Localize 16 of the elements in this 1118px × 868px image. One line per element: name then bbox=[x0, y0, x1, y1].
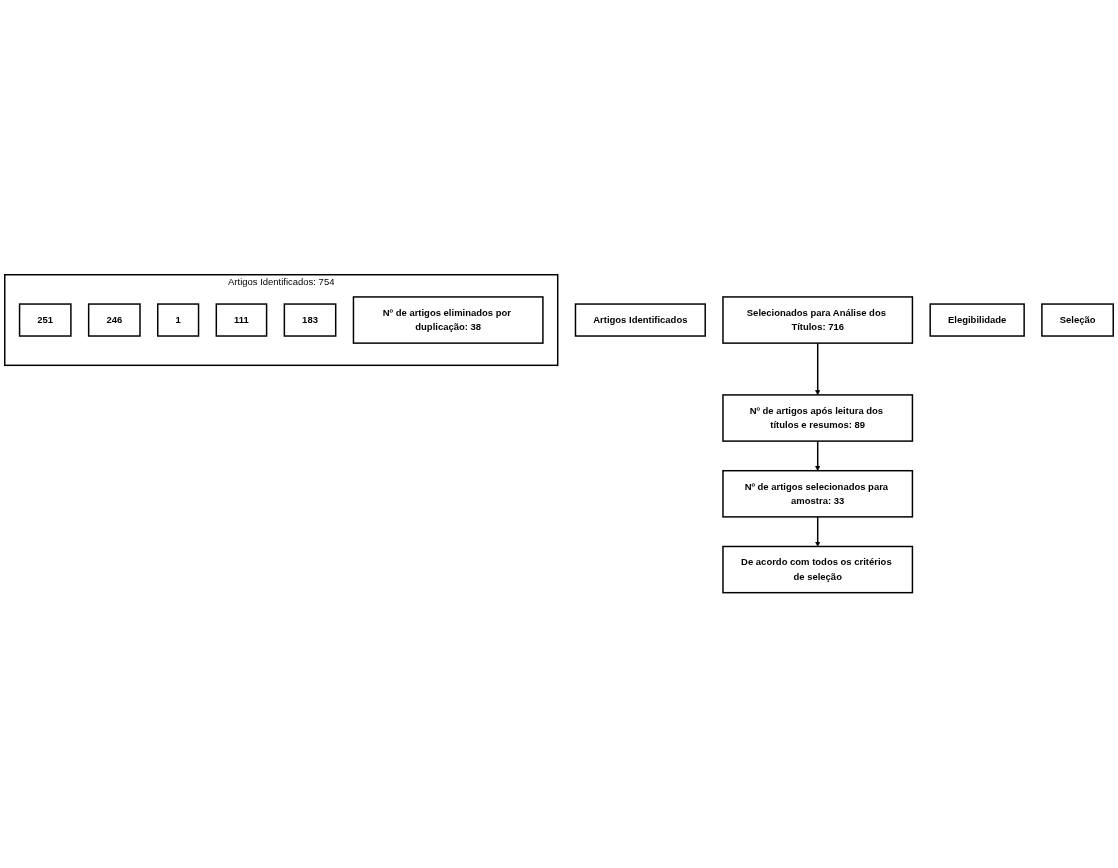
node-box: 183 bbox=[283, 303, 337, 338]
node-box: 111 bbox=[215, 303, 268, 338]
arrow bbox=[815, 516, 821, 547]
arrow bbox=[815, 342, 821, 396]
node-box: 251 bbox=[18, 303, 72, 338]
node-box: Seleção bbox=[1041, 303, 1114, 338]
node-box: 1 bbox=[157, 303, 200, 338]
node-box: De acordo com todos os critérios de seleção bbox=[722, 546, 914, 594]
node-box: Nº de artigos eliminados por duplicação: 38 bbox=[352, 296, 544, 345]
node-box: Elegibilidade bbox=[929, 303, 1025, 338]
node-box: Nº de artigos após leitura dos títulos e resumos: 89 bbox=[722, 394, 914, 443]
node-box: 246 bbox=[87, 303, 141, 338]
arrow bbox=[815, 440, 821, 472]
node-box: Nº de artigos selecionados para amostra: 33 bbox=[722, 470, 914, 518]
node-box: Artigos Identificados bbox=[574, 303, 706, 338]
node-box: Selecionados para Análise dos Títulos: 716 bbox=[722, 296, 914, 345]
